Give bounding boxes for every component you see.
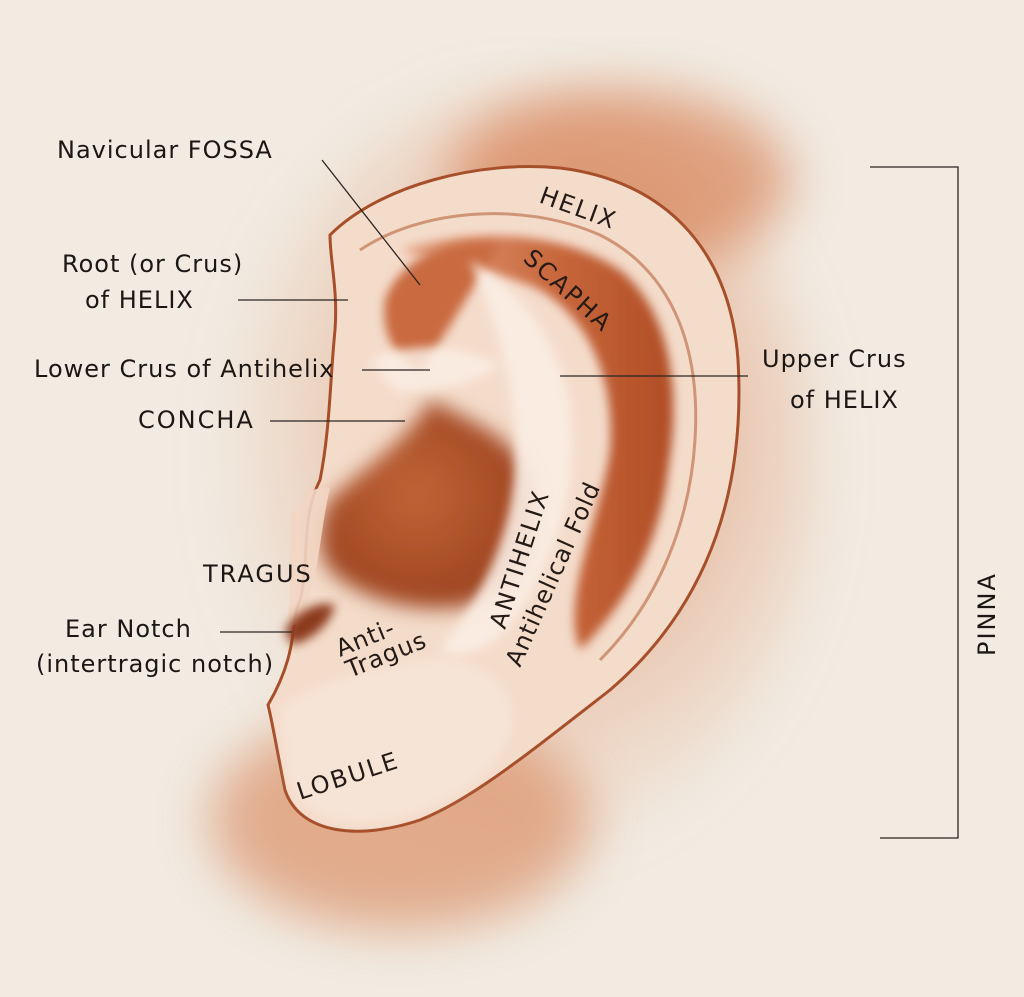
label-concha: CONCHA	[138, 406, 255, 434]
tragus-region	[288, 487, 330, 626]
label-lower-crus: Lower Crus of Antihelix	[34, 355, 334, 383]
label-tragus: TRAGUS	[202, 560, 313, 588]
pinna-bracket	[870, 166, 959, 839]
label-root-helix-line1: Root (or Crus)	[62, 250, 243, 278]
label-pinna: PINNA	[973, 572, 1001, 656]
helix-inner-rim	[359, 212, 698, 662]
ear-notch-region	[285, 603, 335, 645]
label-navicular-fossa: Navicular FOSSA	[57, 136, 273, 164]
label-root-helix-line2: of HELIX	[85, 286, 194, 314]
external-labels: Navicular FOSSA Root (or Crus) of HELIX …	[34, 136, 1001, 678]
leader-navicular-fossa	[321, 159, 421, 286]
lower-crus-ridge	[370, 347, 500, 392]
concha-region	[319, 400, 535, 609]
label-upper-crus-line1: Upper Crus	[762, 345, 907, 373]
scapha-region	[400, 236, 674, 651]
label-ear-notch-line1: Ear Notch	[65, 615, 192, 643]
label-upper-crus-line2: of HELIX	[790, 386, 899, 414]
navicular-fossa-region	[384, 242, 500, 370]
label-ear-notch-line2: (intertragic notch)	[36, 650, 274, 678]
antihelix-ridge	[440, 260, 572, 654]
leader-lines	[220, 159, 959, 839]
lobule-region	[280, 659, 512, 821]
